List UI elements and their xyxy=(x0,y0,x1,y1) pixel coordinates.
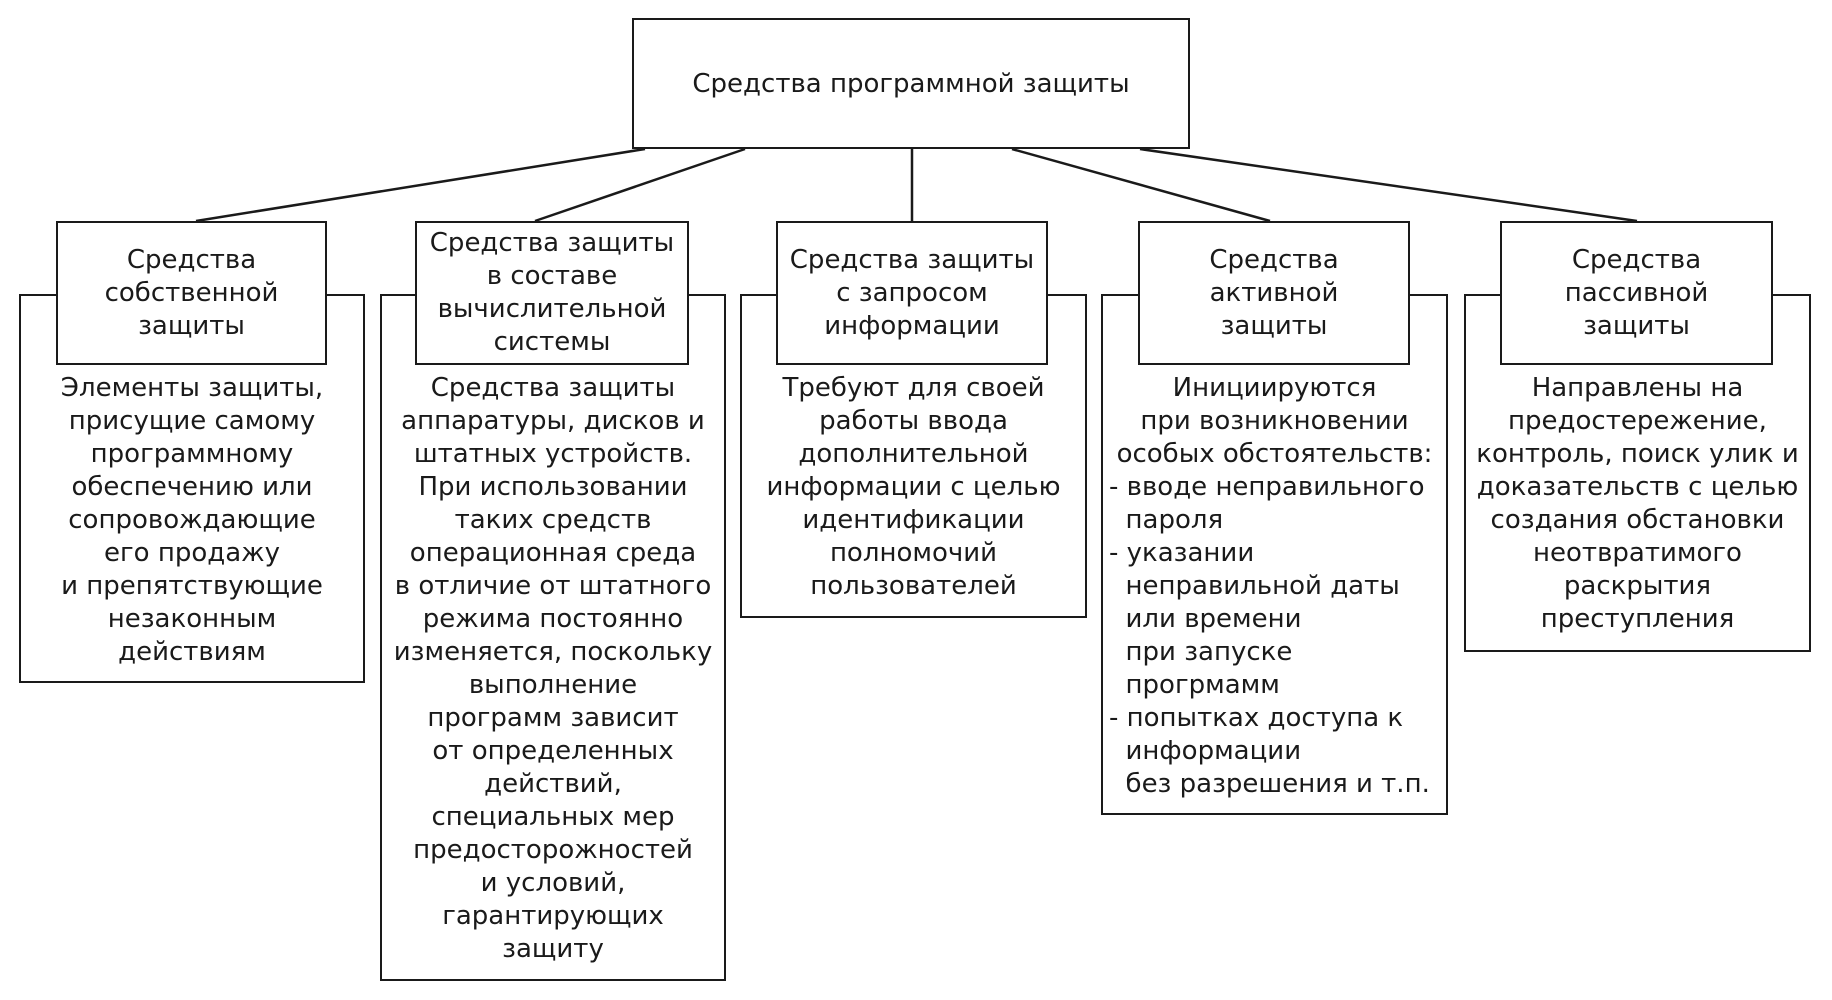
category-query-protection-title: Средства защиты с запросом информации xyxy=(789,244,1035,341)
root-title: Средства программной защиты xyxy=(692,68,1130,99)
category-system-protection-description: Средства защиты аппаратуры, дисков и шта… xyxy=(393,373,713,964)
root-node: Средства программной защиты xyxy=(632,18,1190,149)
category-active-protection-title-box: Средства активной защиты xyxy=(1138,221,1410,365)
category-own-protection-title: Средства собственной защиты xyxy=(104,244,279,341)
category-passive-protection-description: Направлены на предостережение, контроль,… xyxy=(1476,373,1799,634)
category-active-protection-title: Средства активной защиты xyxy=(1209,244,1339,341)
connector-root-to-passive-protection xyxy=(1139,147,1638,223)
category-own-protection-title-box: Средства собственной защиты xyxy=(56,221,327,365)
connector-root-to-system-protection xyxy=(534,147,746,223)
category-system-protection-description-box: Средства защиты аппаратуры, дисков и шта… xyxy=(380,294,726,981)
category-query-protection-description: Требуют для своей работы ввода дополните… xyxy=(766,373,1061,601)
connector-root-to-own-protection xyxy=(195,147,646,223)
category-active-protection-description-intro: Инициируются при возникновении особых об… xyxy=(1116,373,1433,469)
category-own-protection-description: Элементы защиты, присущие самому програм… xyxy=(60,373,324,667)
category-system-protection-title: Средства защиты в составе вычислительной… xyxy=(429,228,675,357)
category-active-protection-description-box: Инициируются при возникновении особых об… xyxy=(1101,294,1448,815)
connector-root-to-active-protection xyxy=(1011,147,1271,223)
category-system-protection-title-box: Средства защиты в составе вычислительной… xyxy=(415,221,689,365)
category-passive-protection-title: Средства пассивной защиты xyxy=(1564,244,1709,341)
category-query-protection-title-box: Средства защиты с запросом информации xyxy=(776,221,1048,365)
category-active-protection-description-list: - вводе неправильного пароля - указании … xyxy=(1109,472,1430,799)
category-passive-protection-description-box: Направлены на предостережение, контроль,… xyxy=(1464,294,1811,652)
category-passive-protection-title-box: Средства пассивной защиты xyxy=(1500,221,1773,365)
